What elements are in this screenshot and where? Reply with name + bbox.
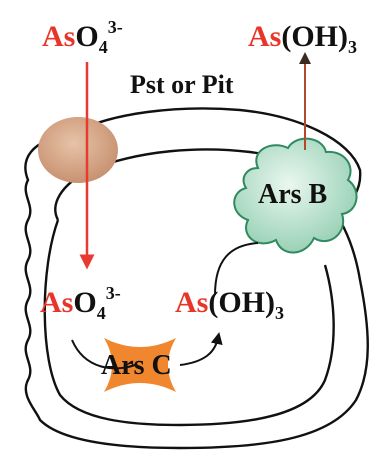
pump-label: Ars B [258, 179, 327, 210]
transporter-protein [38, 117, 118, 183]
arsenate-in-label: AsO43- [40, 283, 121, 323]
cell-membrane [24, 107, 369, 450]
arsenite-in-label: As(OH)3 [175, 286, 284, 323]
membrane-inner-bottom [43, 219, 335, 427]
membrane-outer-top [69, 107, 362, 212]
arsenite-to-pump-line [214, 242, 259, 296]
arsc-reductase-protein [104, 338, 176, 392]
arsenite-out-label: As(OH)3 [248, 20, 357, 57]
reductase-label: Ars C [101, 350, 172, 381]
transporter-label: Pst or Pit [130, 70, 234, 99]
reduction-arrow [71, 339, 136, 370]
membrane-outer-left [24, 133, 369, 450]
arsenate-out-label: AsO43- [42, 17, 123, 57]
arsb-pump-protein [233, 137, 358, 254]
reduction-arrow-out [179, 332, 223, 366]
